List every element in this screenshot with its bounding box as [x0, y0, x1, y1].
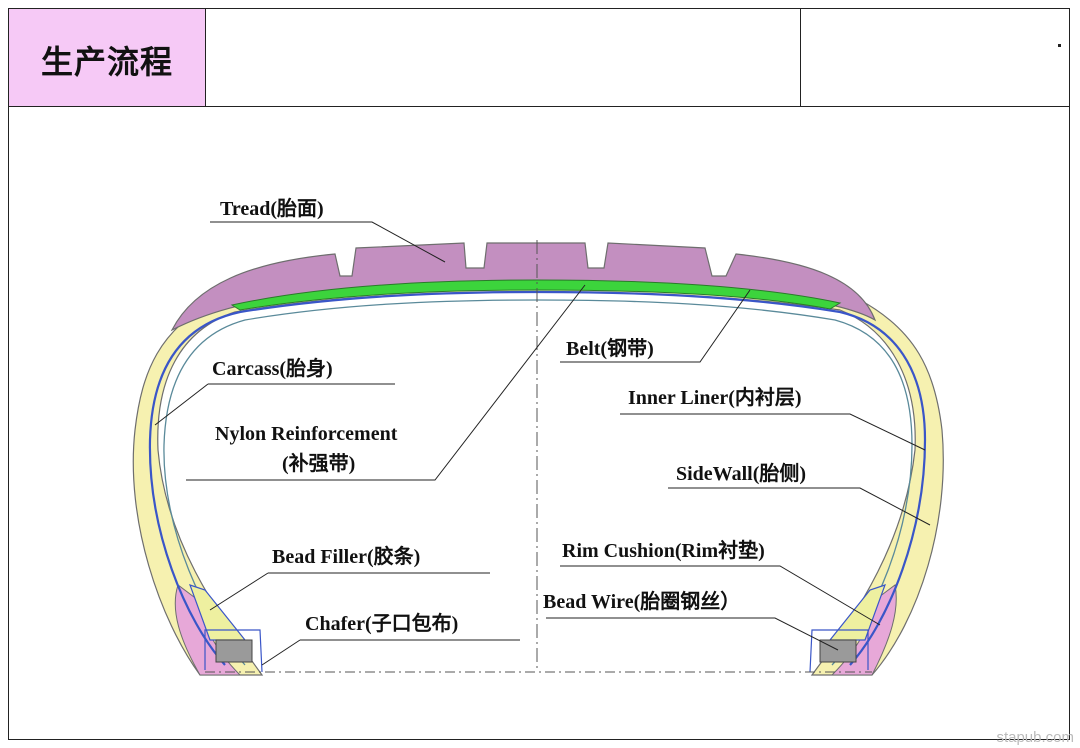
bead-wire-left — [215, 639, 253, 663]
label-nylon-line1: Nylon Reinforcement — [215, 423, 398, 445]
watermark: stapub.com — [996, 729, 1074, 746]
header-column-divider — [800, 9, 801, 106]
leader-bead-wire — [546, 617, 839, 651]
slide-frame — [8, 8, 1070, 740]
leader-belt — [560, 289, 751, 363]
label-sidewall: SideWall(胎侧) — [676, 461, 806, 485]
label-tread: Tread(胎面) — [220, 196, 324, 220]
leader-bead-filler — [209, 572, 490, 611]
sidewall-shape — [132, 275, 944, 676]
label-belt: Belt(钢带) — [566, 337, 654, 360]
belt-shape — [230, 279, 842, 311]
label-chafer: Chafer(子口包布) — [305, 611, 458, 635]
chafer-left — [204, 629, 263, 673]
header-divider — [9, 106, 1069, 107]
label-inner-liner: Inner Liner(内衬层) — [628, 385, 802, 409]
leader-chafer — [261, 639, 520, 666]
header-mark — [1058, 44, 1061, 47]
page-title: 生产流程 — [41, 43, 174, 81]
leader-rim-cushion — [560, 565, 881, 626]
header-title-cell: 生产流程 — [9, 9, 206, 106]
label-rim-cushion: Rim Cushion(Rim衬垫) — [562, 538, 765, 562]
label-carcass: Carcass(胎身) — [212, 356, 333, 380]
label-bead-wire: Bead Wire(胎圈钢丝） — [543, 589, 740, 613]
leader-carcass — [154, 383, 395, 426]
label-bead-filler: Bead Filler(胶条) — [272, 544, 420, 568]
leader-nylon — [186, 284, 586, 481]
leader-tread — [210, 221, 446, 263]
leader-sidewall — [668, 487, 931, 526]
chafer-right — [809, 629, 869, 673]
leader-lines — [154, 221, 931, 666]
label-nylon-line2: (补强带) — [282, 451, 355, 475]
leader-inner-liner — [620, 413, 926, 451]
